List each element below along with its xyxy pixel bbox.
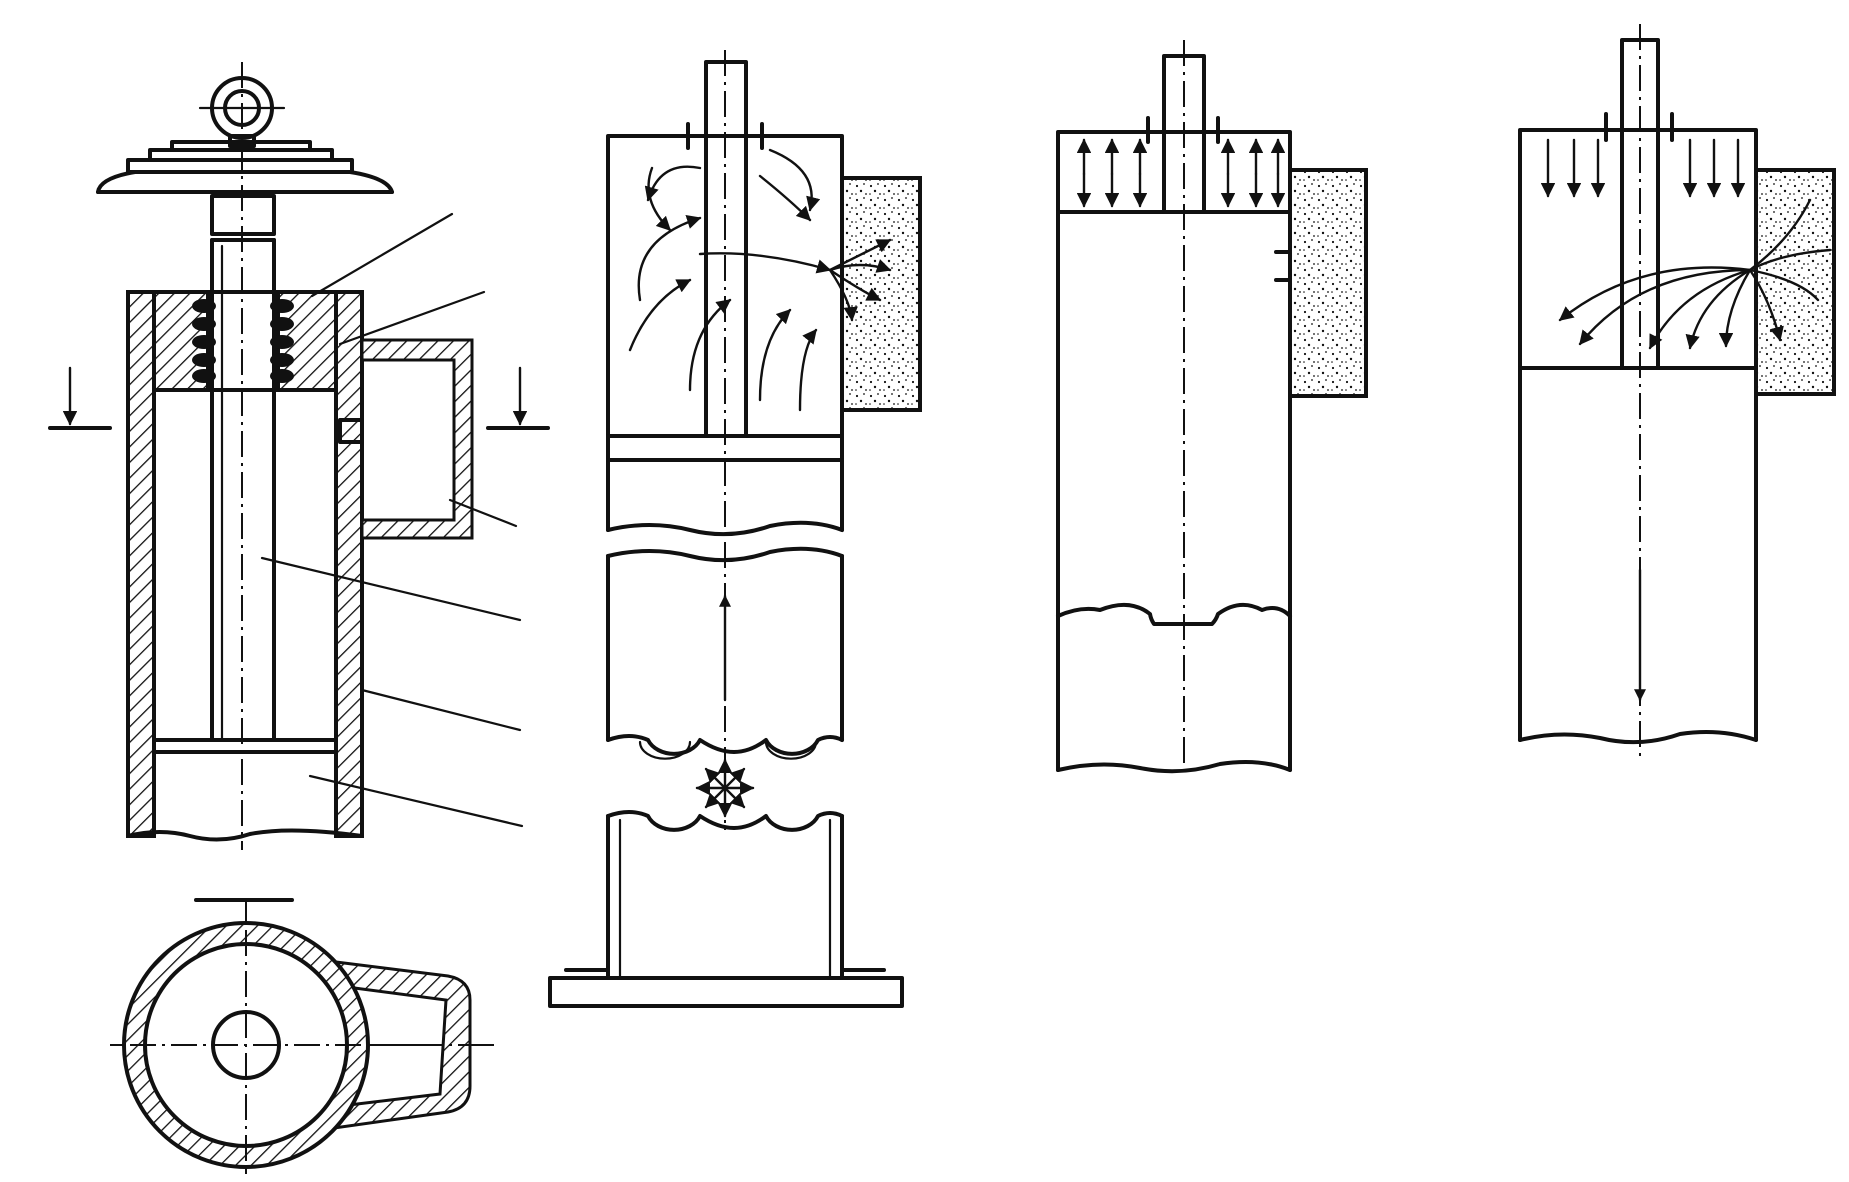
gas-flow-arrows	[628, 148, 892, 412]
leader-lines	[260, 212, 524, 828]
side-chamber	[338, 338, 474, 540]
compression-stage-figure	[1056, 40, 1368, 774]
piston-rod	[1620, 38, 1660, 370]
section-marker-left	[48, 366, 112, 430]
porous-block	[1288, 168, 1368, 398]
cylinder-wall-right	[334, 290, 364, 838]
porous-block	[1754, 168, 1836, 396]
cylinder-wall-left	[126, 290, 156, 838]
piston-rod	[704, 60, 748, 438]
base-block	[548, 810, 904, 1008]
explosion-stage-figure	[548, 50, 922, 1008]
piston-upper	[606, 434, 844, 537]
piston-body	[1518, 366, 1758, 745]
upper-chamber	[1518, 128, 1758, 370]
cylinder-section-figure	[48, 62, 550, 850]
down-arrows-top	[1540, 138, 1746, 198]
section-marker-right	[486, 366, 550, 430]
piston-rod	[210, 238, 276, 742]
cylinder-plan-figure	[110, 898, 494, 1175]
handwheel-cap	[96, 140, 394, 194]
piston-lower	[606, 546, 844, 760]
neck	[210, 194, 276, 236]
explosion-star	[695, 758, 755, 818]
double-arrows	[1076, 138, 1286, 208]
porous-block	[840, 176, 922, 412]
piston-rod	[1162, 54, 1206, 214]
cylinder-head	[126, 290, 364, 392]
gas-return-arrows	[1558, 198, 1832, 350]
piston-body	[1056, 210, 1292, 774]
expansion-stage-figure	[1518, 24, 1836, 760]
piston	[126, 738, 364, 842]
